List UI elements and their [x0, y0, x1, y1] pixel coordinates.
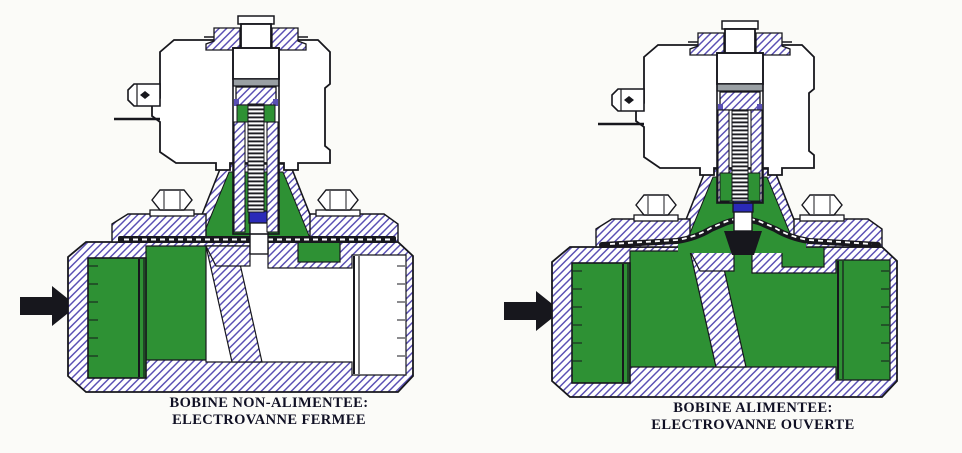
valve-body [551, 246, 898, 398]
seat-block [205, 245, 251, 267]
bonnet-bolt-left [149, 189, 195, 217]
bonnet-bolt-right [315, 189, 361, 217]
return-spring [247, 103, 265, 213]
caption-line-2: ELECTROVANNE FERMEE [172, 412, 366, 428]
bonnet-bolt-right [799, 194, 845, 222]
armature-tube-deenergized [232, 47, 280, 235]
valve-stem [733, 210, 753, 232]
fluid-inlet-port [571, 262, 631, 384]
tube-wall-left [717, 109, 730, 203]
top-nut [203, 15, 309, 51]
valve-stem [249, 221, 269, 255]
top-nut [687, 20, 793, 56]
panel-valve-open: BOBINE ALIMENTEE: ELECTROVANNE OUVERTE [504, 20, 898, 433]
panel-valve-closed: BOBINE NON-ALIMENTEE: ELECTROVANNE FERME… [20, 15, 414, 428]
plunger-guide-right [262, 104, 276, 123]
fluid-pocket-right [297, 241, 341, 263]
fluid-full-chamber [629, 250, 891, 381]
caption-line-1: BOBINE NON-ALIMENTEE: [170, 395, 369, 411]
fluid-inlet-port [87, 257, 147, 379]
seal-disc [732, 199, 754, 213]
tube-wall-left [233, 121, 246, 233]
fluid-in-tube-right [747, 172, 761, 202]
seal-disc [248, 210, 270, 224]
caption-line-2: ELECTROVANNE OUVERTE [651, 417, 854, 433]
valve-body [67, 241, 414, 393]
fluid-in-tube-left [719, 172, 733, 202]
tube-wall-right [266, 121, 279, 233]
return-spring [731, 110, 749, 202]
armature-tube-energized [716, 52, 764, 204]
tube-top [232, 47, 280, 107]
plunger-guide-left [236, 104, 250, 123]
tube-top [716, 52, 764, 112]
tube-wall-right [750, 109, 763, 203]
caption-line-1: BOBINE ALIMENTEE: [673, 400, 833, 416]
bonnet-bolt-left [633, 194, 679, 222]
